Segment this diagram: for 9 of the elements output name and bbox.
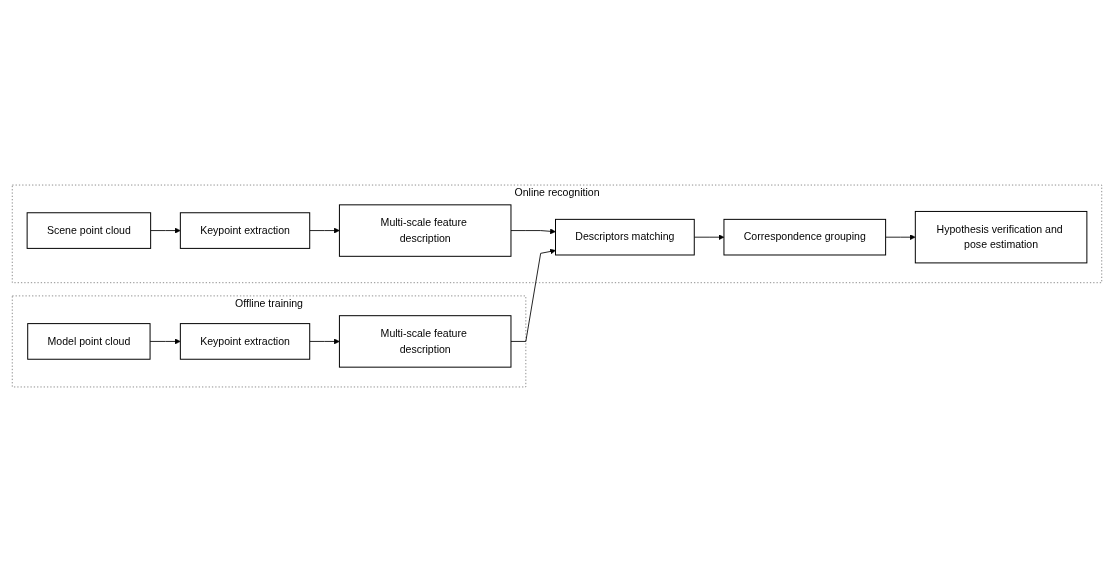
node-box: Model point cloud — [26, 322, 151, 360]
node-box: Multi-scale feature description — [338, 314, 511, 368]
node-box: Hypothesis verification and pose estimation — [914, 210, 1087, 263]
node-box: Keypoint extraction — [179, 322, 310, 360]
node-box: Descriptors matching — [554, 218, 695, 255]
node-box: Keypoint extraction — [179, 211, 310, 249]
node-box: Scene point cloud — [26, 211, 151, 249]
node-box: Correspondence grouping — [722, 218, 886, 255]
node-box: Multi-scale feature description — [338, 203, 511, 257]
